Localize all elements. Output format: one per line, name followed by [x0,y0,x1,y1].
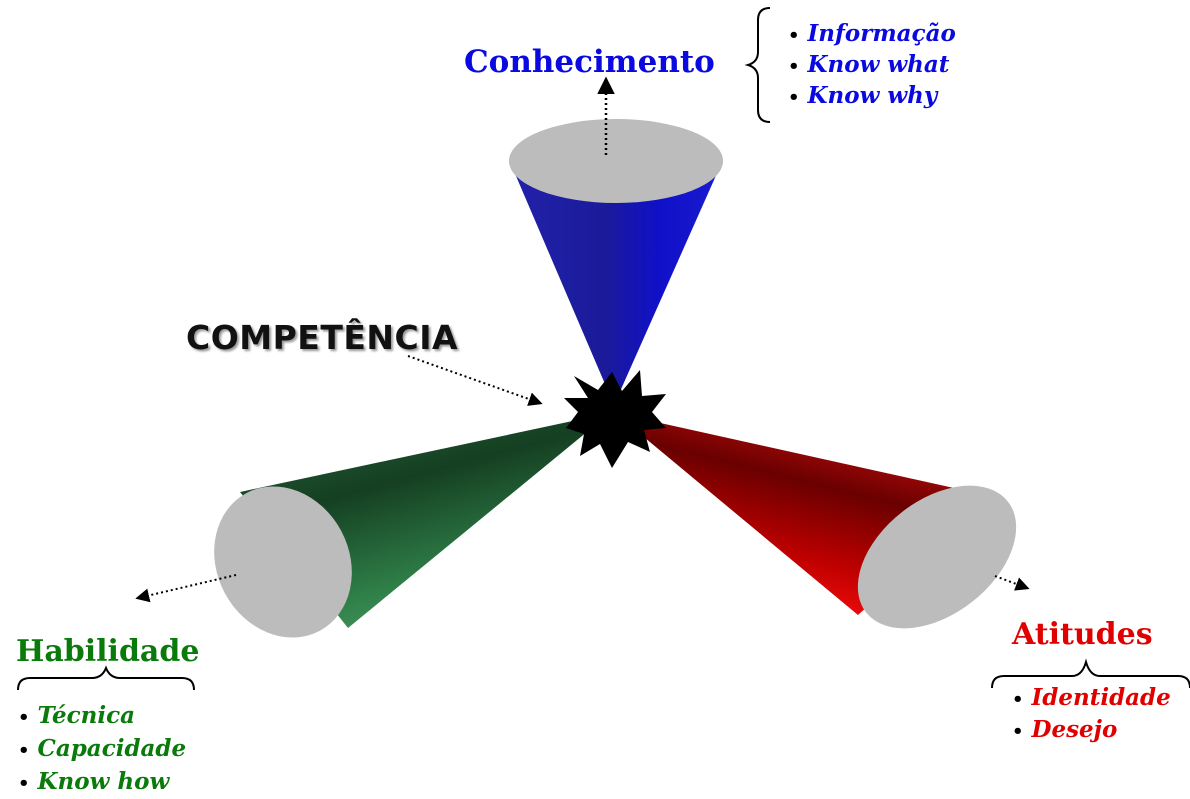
atitudes-list: •Identidade •Desejo [1012,683,1171,747]
habilidade-list: •Técnica •Capacidade •Know how [18,700,186,799]
bullet-icon: • [18,773,30,794]
list-item: •Know how [18,768,170,795]
conhecimento-cone [509,119,723,405]
bullet-icon: • [788,56,800,77]
list-item: •Informação [788,20,956,47]
atitudes-title: Atitudes [1012,617,1153,652]
bullet-icon: • [1012,721,1024,742]
conhecimento-title: Conhecimento [464,44,715,80]
bullet-icon: • [788,87,800,108]
habilidade-title: Habilidade [16,634,200,669]
bullet-icon: • [1012,689,1024,710]
habilidade-arrow [135,574,237,603]
bullet-icon: • [788,25,800,46]
bullet-icon: • [18,740,30,761]
atitudes-arrow [994,575,1030,591]
atitudes-cone [615,413,1017,629]
list-item: •Capacidade [18,735,187,762]
list-item: •Desejo [1012,716,1118,743]
list-item: •Técnica [18,702,135,729]
list-item: •Know why [788,82,938,109]
competence-starburst [564,370,666,468]
competencia-pointer-arrow [407,355,543,406]
conhecimento-brace [744,7,771,123]
competencia-label: COMPETÊNCIA [186,318,459,357]
bullet-icon: • [18,707,30,728]
conhecimento-list: •Informação •Know what •Know why [788,19,956,112]
list-item: •Identidade [1012,684,1171,711]
list-item: •Know what [788,51,950,78]
atitudes-brace [991,658,1190,689]
habilidade-brace [17,665,195,691]
habilidade-cone [214,413,610,638]
